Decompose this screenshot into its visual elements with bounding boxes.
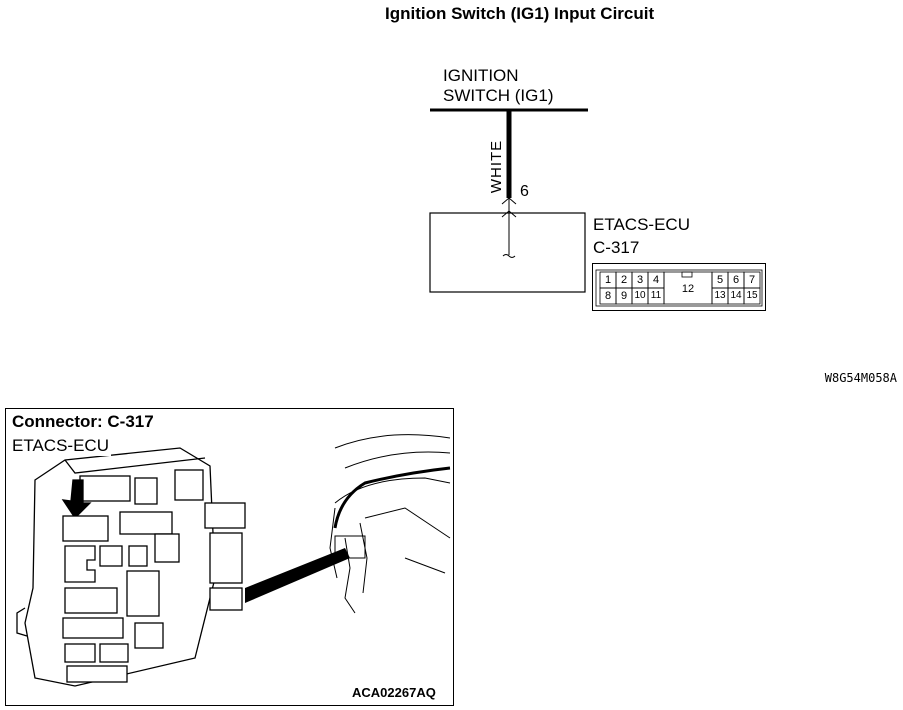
ecu-connector-block xyxy=(204,502,246,529)
ecu-side-tab xyxy=(16,607,28,637)
ecu-connector-block xyxy=(99,545,123,567)
ecu-connector-block xyxy=(126,570,160,617)
connector-pin: 9 xyxy=(620,290,628,302)
connector-outline xyxy=(592,263,766,311)
c-317-connector xyxy=(62,515,109,542)
etacs-ecu-box xyxy=(429,212,586,293)
connector-pin: 5 xyxy=(716,274,724,286)
terminal-chevron-lower xyxy=(501,210,517,218)
location-pointer xyxy=(245,548,350,603)
junction-block xyxy=(334,535,366,559)
wire-color-label: WHITE xyxy=(488,139,506,194)
ecu-connector-block xyxy=(209,587,243,611)
ecu-connector-block xyxy=(79,475,131,502)
pin-number-label: 6 xyxy=(520,183,529,200)
ecu-connector-block xyxy=(66,665,128,683)
terminal-continuation xyxy=(502,254,516,258)
dashboard-outline xyxy=(364,507,451,539)
ignition-switch-label: IGNITION SWITCH (IG1) xyxy=(443,66,554,106)
connector-view-title: Connector: C-317 xyxy=(12,412,154,431)
ecu-connector-block xyxy=(62,617,124,639)
dashboard-outline xyxy=(334,477,451,504)
connector-pin: 3 xyxy=(636,274,644,286)
connector-pin: 6 xyxy=(732,274,740,286)
connector-pin: 13 xyxy=(714,290,726,301)
connector-pin: 7 xyxy=(748,274,756,286)
dashboard-outline xyxy=(404,557,446,574)
connector-pin: 15 xyxy=(746,290,758,301)
ecu-connector-block xyxy=(209,532,243,584)
ignition-switch-label-line1: IGNITION xyxy=(443,66,519,85)
connector-pin: 8 xyxy=(604,290,612,302)
ecu-name: ETACS-ECU xyxy=(593,215,690,234)
dashboard-outline xyxy=(344,451,451,469)
diagram-title: Ignition Switch (IG1) Input Circuit xyxy=(385,4,655,23)
connector-pin: 1 xyxy=(604,274,612,286)
connector-pin: 11 xyxy=(650,290,662,301)
ecu-connector-block xyxy=(134,622,164,649)
wiring-harness xyxy=(359,522,368,594)
ecu-connector-block xyxy=(128,545,148,567)
ecu-connector-block xyxy=(64,643,96,663)
ecu-connector-block xyxy=(119,511,173,535)
connector-view-ecu-label: ETACS-ECU xyxy=(12,436,111,456)
circuit-drawing xyxy=(429,108,588,293)
ecu-connector-id: C-317 xyxy=(593,238,640,257)
connector-pin: 2 xyxy=(620,274,628,286)
connector-location-drawing xyxy=(16,434,451,687)
connector-location-panel xyxy=(5,408,454,706)
ecu-connector-block xyxy=(134,477,158,505)
terminal-chevron-upper xyxy=(501,197,517,205)
connector-pin-center: 12 xyxy=(681,283,695,295)
connector-pin: 14 xyxy=(730,290,742,301)
wiring-harness xyxy=(344,537,356,614)
connector-view-figure-code: ACA02267AQ xyxy=(352,685,436,700)
ecu-connector-block xyxy=(99,643,129,663)
wiring-harness xyxy=(329,507,338,579)
connector-pin: 10 xyxy=(634,290,646,301)
ecu-connector-block xyxy=(154,533,180,563)
location-arrow-icon xyxy=(61,479,92,520)
ecu-connector-block xyxy=(64,545,96,583)
wiring-harness xyxy=(333,466,451,529)
ecu-connector-block xyxy=(64,587,118,614)
diagram-figure-code: W8G54M058A xyxy=(824,371,897,385)
ecu-connector-block xyxy=(174,469,204,501)
connector-pin: 4 xyxy=(652,274,660,286)
ignition-switch-label-line2: SWITCH (IG1) xyxy=(443,86,554,105)
connector-face: 1 2 3 4 5 6 7 8 9 10 11 13 14 15 12 xyxy=(592,263,766,311)
ecu-label: ETACS-ECU C-317 xyxy=(593,213,690,259)
dashboard-outline xyxy=(334,434,451,449)
ecu-top-edge xyxy=(64,457,206,474)
